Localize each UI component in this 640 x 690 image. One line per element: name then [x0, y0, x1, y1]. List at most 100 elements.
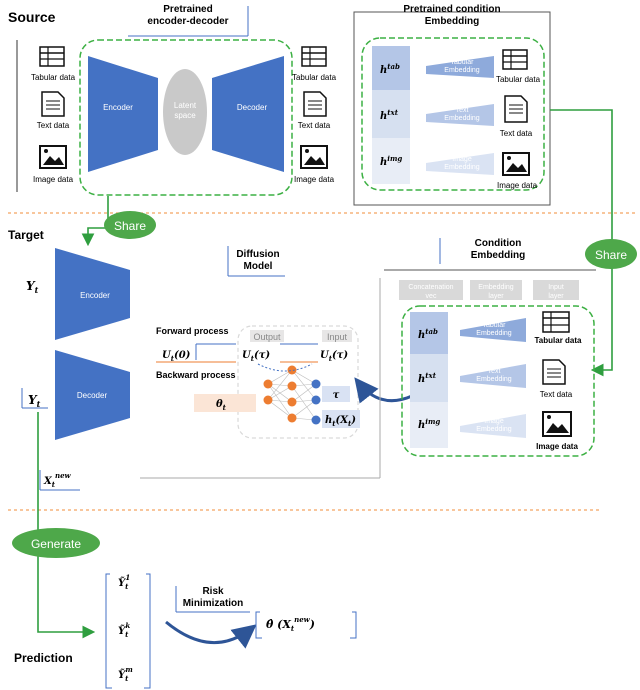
ut2-label: Ut(τ) — [320, 350, 348, 363]
share-right-label: Share — [595, 248, 627, 262]
target-encoder-label: Encoder — [80, 291, 110, 300]
sample-m-label: Ỹtm — [118, 665, 133, 683]
latent-space-ellipse — [163, 69, 207, 155]
sample-1-label: Ỹt1 — [118, 573, 130, 591]
source-heading: Source — [8, 9, 56, 25]
dashed-arc — [257, 363, 313, 372]
generate-badge[interactable] — [12, 528, 100, 558]
tabular-icon — [301, 46, 327, 67]
col-header-bg — [470, 280, 522, 300]
condition-to-network-arrow — [354, 377, 413, 404]
share-left-label: Share — [114, 219, 146, 233]
share-right-badge[interactable] — [585, 239, 637, 269]
source-decoder-shape — [212, 56, 284, 172]
source-ce-dashed — [361, 37, 545, 191]
source-ed-box — [79, 39, 293, 196]
share-left-badge[interactable] — [104, 211, 156, 239]
ce-input-label: Tabular data — [496, 75, 541, 84]
tabular-embedding-shape — [460, 318, 526, 342]
text-doc-icon — [303, 91, 327, 117]
ce-input-label: Text data — [500, 129, 533, 138]
target-heading: Target — [8, 228, 44, 242]
y-top-label: Yt — [26, 279, 39, 295]
neural-network-icon — [263, 365, 321, 425]
ut1-label: Ut(τ) — [242, 350, 270, 363]
share-left-connector — [81, 196, 109, 247]
source-decoder-label: Decoder — [237, 103, 268, 112]
h-img-cell — [372, 138, 410, 184]
output-tag — [250, 330, 284, 342]
tabular-embedding-shape — [426, 56, 494, 78]
left-input-label: Tabular data — [31, 73, 76, 82]
left-input-label: Text data — [37, 121, 70, 130]
prediction-heading: Prediction — [14, 651, 73, 665]
col-header-bg — [399, 280, 463, 300]
h-txt-cell — [372, 90, 410, 138]
target-ce-dashed — [401, 305, 595, 457]
generate-label: Generate — [31, 537, 81, 551]
forward-process-label: Forward process — [156, 326, 229, 336]
theta-hat-label: θ̂ (Xtnew) — [266, 615, 315, 633]
tau-box — [322, 386, 350, 402]
sample-k-label: Ỹtk — [118, 621, 130, 639]
ht-label: ht(Xt) — [325, 415, 356, 428]
target-input-label: Text data — [540, 390, 573, 399]
risk-arrow — [165, 620, 257, 649]
tabular-icon — [502, 49, 528, 70]
ce-input-label: Image data — [497, 181, 538, 190]
x-new-label: Xtnew — [43, 471, 72, 489]
samples-bracket-left — [105, 573, 112, 689]
target-decoder-shape — [55, 350, 130, 440]
source-encoder-label: Encoder — [103, 103, 133, 112]
right-output-label: Image data — [294, 175, 335, 184]
left-input-label: Image data — [33, 175, 74, 184]
ht-box — [322, 410, 360, 428]
text-doc-icon — [542, 359, 566, 385]
source-encoder-shape — [88, 56, 158, 172]
col-header-bg — [533, 280, 579, 300]
image-icon — [542, 411, 572, 437]
text-embedding-shape — [426, 104, 494, 126]
source-left-inputs: Tabular data Text data Image data — [31, 46, 76, 184]
theta-box — [194, 394, 256, 412]
h-tab-cell — [372, 46, 410, 90]
h-txt-cell — [410, 354, 448, 402]
tau-label: τ — [333, 390, 340, 401]
samples-bracket-right — [144, 573, 151, 689]
target-input-label: Tabular data — [535, 336, 583, 345]
right-output-label: Text data — [298, 121, 331, 130]
ce-inputs: Tabular data Text data Image data — [496, 49, 541, 190]
target-input-label: Image data — [536, 442, 578, 451]
tabular-icon — [542, 311, 570, 333]
y-bottom-label: Yt — [28, 393, 41, 409]
image-icon — [300, 145, 328, 169]
image-icon — [502, 152, 530, 176]
theta-label: θt — [216, 399, 227, 412]
text-doc-icon — [504, 95, 528, 123]
target-decoder-label: Decoder — [77, 391, 108, 400]
image-embedding-shape — [426, 153, 494, 175]
image-icon — [39, 145, 67, 169]
text-embedding-shape — [460, 364, 526, 388]
target-ce-inputs: Tabular data Text data Image data — [535, 311, 583, 451]
target-encoder-shape — [55, 248, 130, 340]
generate-connector — [37, 412, 96, 639]
image-embedding-shape — [460, 414, 526, 438]
h-tab-cell — [410, 312, 448, 354]
